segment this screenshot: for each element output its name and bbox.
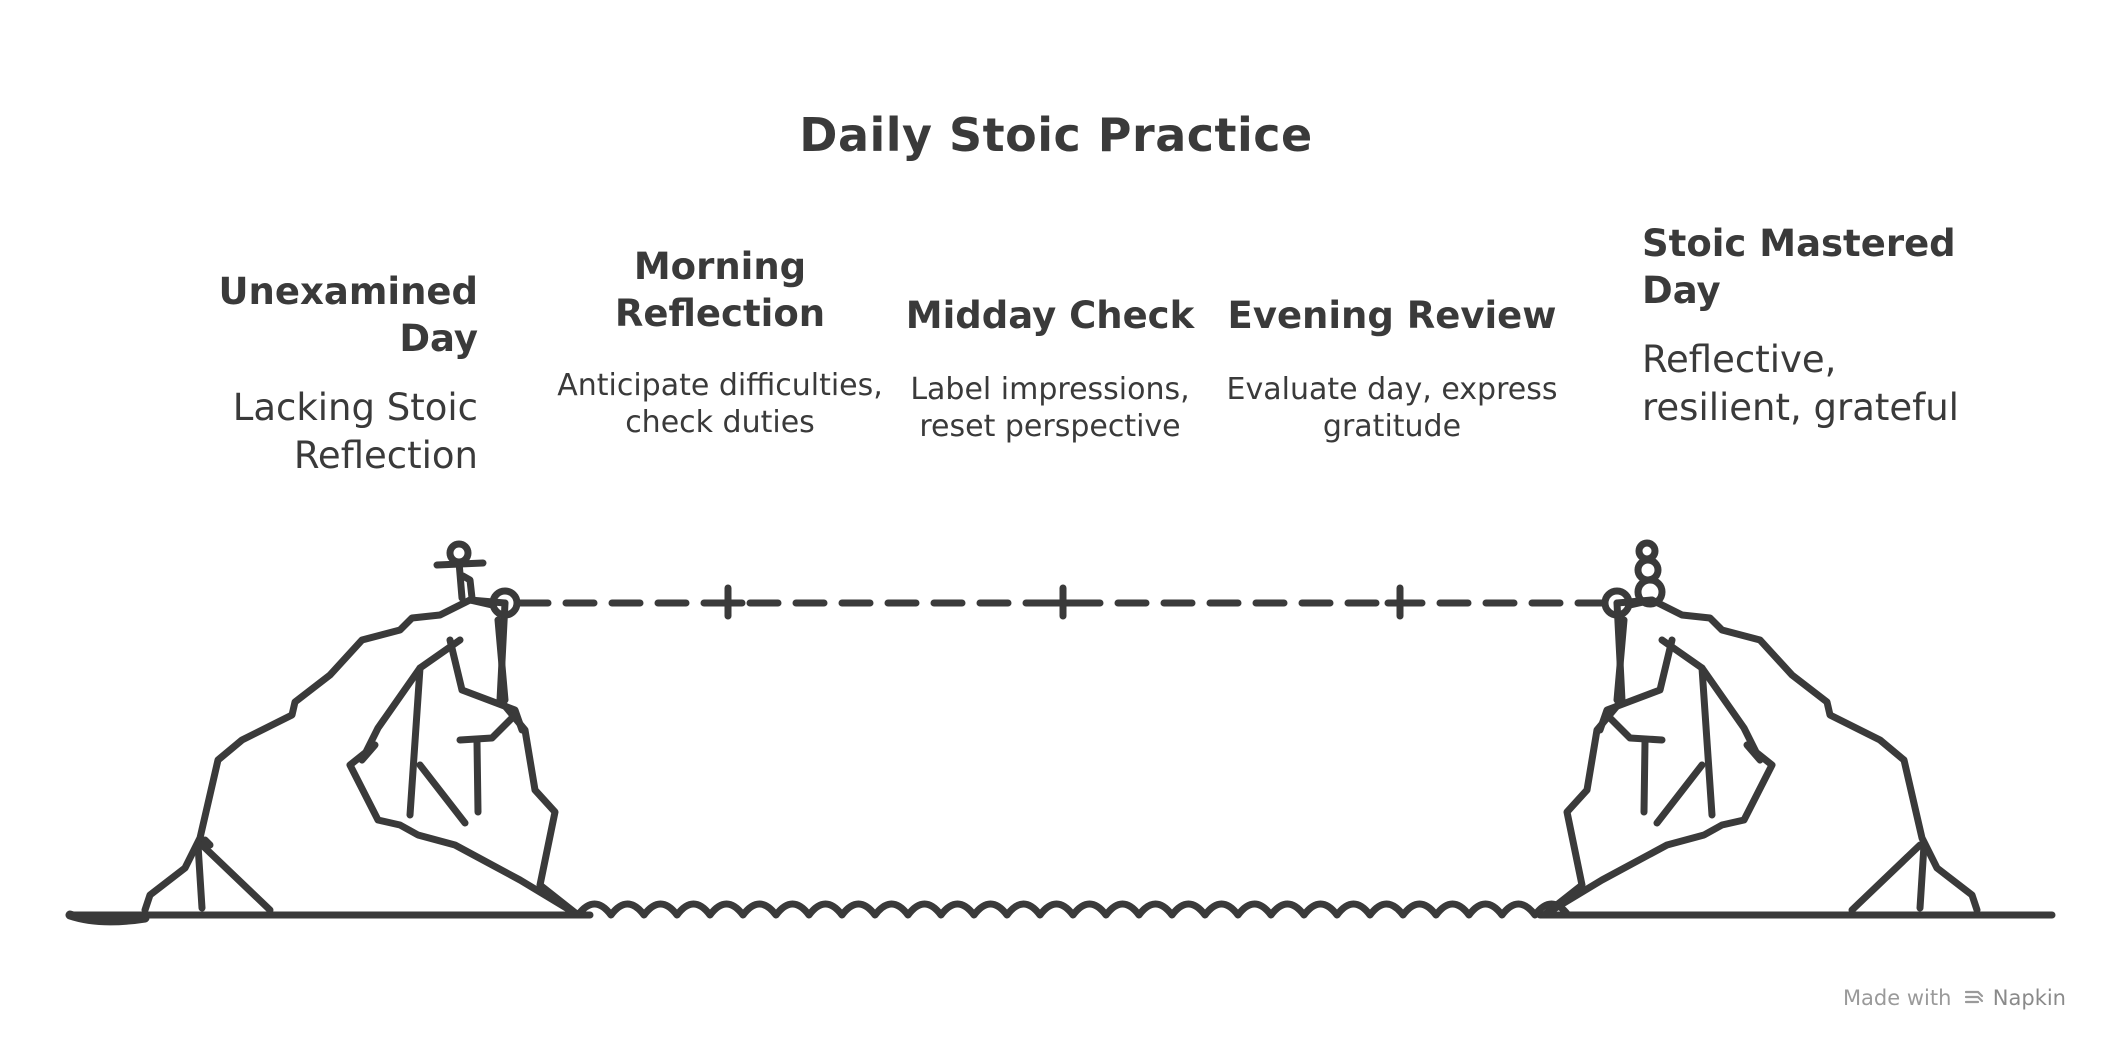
- stage-heading: Midday Check: [905, 294, 1195, 337]
- footer-brand: Napkin: [1992, 986, 2066, 1010]
- stage-midday-check: Midday Check Label impressions, reset pe…: [880, 292, 1220, 445]
- person-icon: [437, 544, 483, 598]
- stage-heading: Unexamined Day: [218, 270, 478, 360]
- diagram-title: Daily Stoic Practice: [799, 108, 1313, 162]
- checkpoint-midday: [1051, 588, 1077, 616]
- right-anchor-circle: [1605, 591, 1629, 615]
- cliff-with-person-icon: [145, 544, 578, 915]
- made-with-napkin-badge[interactable]: Made with Napkin: [1843, 986, 2066, 1010]
- rope-bridge: [520, 588, 1605, 616]
- stage-description: Label impressions, reset perspective: [910, 372, 1190, 444]
- stage-heading: Evening Review: [1227, 294, 1557, 337]
- stage-unexamined-day: Unexamined Day Lacking Stoic Reflection: [138, 268, 478, 480]
- cliff-with-stacked-stones-icon: [1544, 591, 1977, 915]
- checkpoint-morning: [716, 588, 742, 616]
- footer-prefix: Made with: [1842, 986, 1952, 1010]
- stage-description: Anticipate difficulties, check duties: [557, 368, 883, 440]
- stacked-stones-icon: [1638, 543, 1662, 604]
- stage-morning-reflection: Morning Reflection Anticipate difficulti…: [546, 243, 894, 441]
- stage-evening-review: Evening Review Evaluate day, express gra…: [1217, 292, 1567, 445]
- water-waves: [578, 904, 1568, 915]
- stage-description: Evaluate day, express gratitude: [1226, 372, 1558, 444]
- ground-shadow: [70, 915, 145, 921]
- stage-heading: Stoic Mastered Day: [1642, 222, 1956, 312]
- stage-heading: Morning Reflection: [614, 245, 826, 335]
- napkin-logo-icon: [1964, 989, 1984, 1007]
- checkpoint-evening: [1388, 588, 1412, 616]
- stage-stoic-mastered-day: Stoic Mastered Day Reflective, resilient…: [1642, 220, 2002, 432]
- stage-description: Reflective, resilient, grateful: [1642, 338, 1959, 429]
- stage-description: Lacking Stoic Reflection: [232, 386, 478, 477]
